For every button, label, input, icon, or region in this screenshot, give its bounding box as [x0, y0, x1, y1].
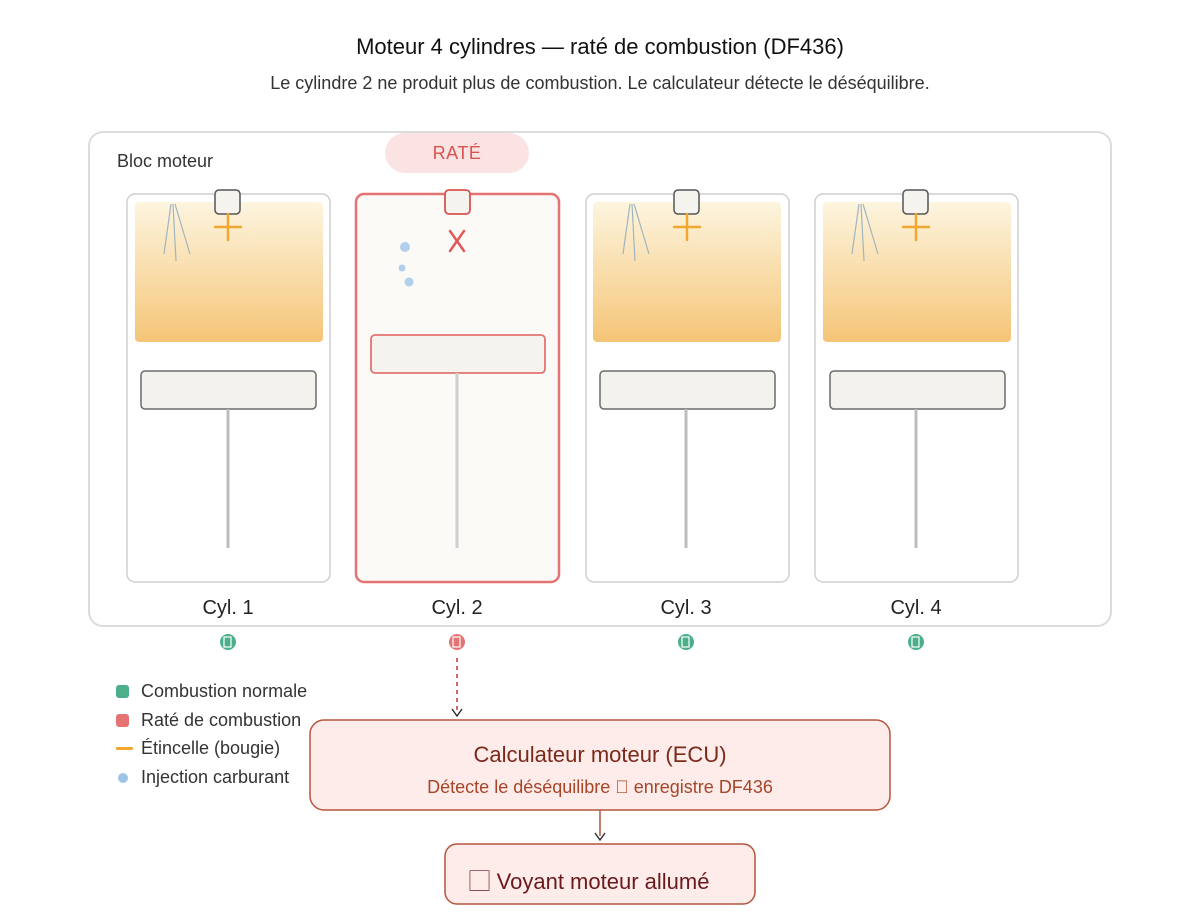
fuel-droplet-icon — [400, 242, 410, 252]
fuel-droplet-icon — [404, 277, 414, 287]
fuel-spray-icon — [851, 203, 879, 262]
piston — [140, 370, 317, 410]
spark-plug-icon — [214, 189, 241, 215]
ecu-title: Calculateur moteur (ECU) — [473, 742, 727, 767]
combustion-chamber — [593, 202, 781, 342]
ecu-subtitle: Détecte le déséquilibre ⃞ enregistre DF4… — [427, 777, 773, 797]
misfire-badge-label: RATÉ — [432, 143, 482, 163]
fuel-spray-icon — [622, 203, 650, 262]
status-indicator-cyl-1 — [220, 634, 236, 650]
status-indicator-cyl-2 — [449, 634, 465, 650]
spark-plug-icon — [444, 189, 471, 215]
legend-label: Raté de combustion — [141, 709, 302, 730]
spark-icon — [672, 212, 702, 242]
status-indicator-cyl-4 — [908, 634, 924, 650]
piston — [829, 370, 1006, 410]
normal-swatch-icon — [116, 685, 129, 698]
legend-item-spark: Étincelle (bougie) — [116, 735, 307, 764]
no-spark-icon — [448, 229, 466, 253]
spark-plug-icon — [902, 189, 929, 215]
signal-arrow — [451, 658, 463, 718]
cylinder-4 — [814, 189, 1019, 583]
status-indicator-cyl-3 — [678, 634, 694, 650]
legend-label: Étincelle (bougie) — [141, 738, 281, 758]
legend: Combustion normale Raté de combustion Ét… — [116, 678, 307, 792]
legend-item-injection: Injection carburant — [116, 764, 307, 793]
spark-line-icon — [116, 747, 133, 750]
fuel-spray-icon — [163, 203, 191, 262]
warning-light-box — [444, 843, 756, 905]
cylinder-label-1: Cyl. 1 — [202, 597, 254, 619]
cylinder-1 — [126, 189, 331, 583]
combustion-chamber — [823, 202, 1011, 342]
fuel-droplet-icon — [398, 264, 406, 272]
engine-block-label: Bloc moteur — [117, 151, 214, 171]
warning-light-label: ⃞ Voyant moteur allumé — [490, 869, 710, 894]
legend-label: Injection carburant — [141, 766, 290, 787]
piston — [599, 370, 776, 410]
spark-icon — [213, 212, 243, 242]
warning-arrow — [594, 810, 606, 842]
piston — [370, 334, 546, 374]
legend-item-normal: Combustion normale — [116, 678, 307, 707]
combustion-chamber — [135, 202, 323, 342]
page-title: Moteur 4 cylindres — raté de combustion … — [356, 34, 844, 59]
misfire-badge — [385, 133, 529, 173]
cylinder-label-4: Cyl. 4 — [890, 597, 942, 619]
page-subtitle: Le cylindre 2 ne produit plus de combust… — [270, 73, 930, 93]
misfire-swatch-icon — [116, 713, 129, 727]
cylinder-2 — [354, 189, 561, 584]
spark-icon — [901, 212, 931, 242]
injection-dot-icon — [118, 772, 128, 783]
legend-item-misfire: Raté de combustion — [116, 707, 307, 736]
cylinder-label-2: Cyl. 2 — [431, 597, 483, 619]
cylinder-3 — [585, 189, 790, 583]
spark-plug-icon — [673, 189, 700, 215]
cylinder-label-3: Cyl. 3 — [660, 597, 712, 619]
legend-label: Combustion normale — [141, 681, 308, 701]
